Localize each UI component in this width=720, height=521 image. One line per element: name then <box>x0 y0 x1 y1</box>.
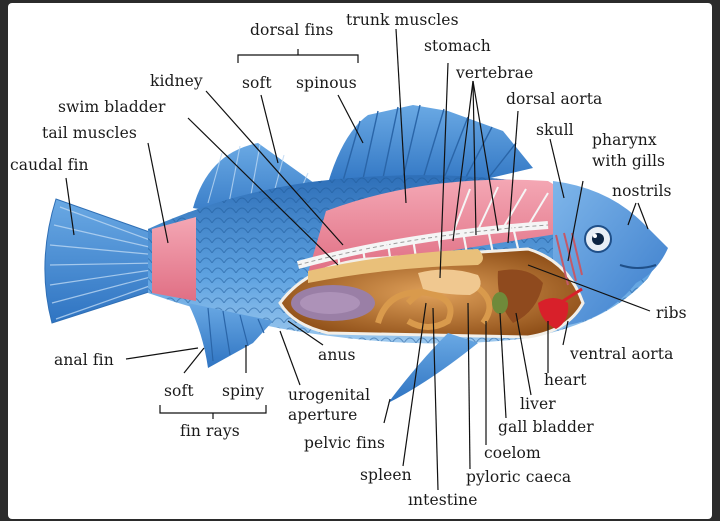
label-heart: heart <box>544 371 587 389</box>
label-spiny: spiny <box>222 382 265 400</box>
label-vertebrae: vertebrae <box>456 64 534 82</box>
spinous-dorsal-fin-shape <box>328 104 533 188</box>
pelvic-fin-shape <box>388 333 478 403</box>
body-cavity <box>278 232 585 339</box>
liver-organ <box>497 269 543 323</box>
label-coelom: coelom <box>484 444 541 462</box>
label-liver: liver <box>520 395 556 413</box>
label-dorsal-fins: dorsal fins <box>250 21 334 39</box>
label-pelvic-fins: pelvic fins <box>304 434 386 452</box>
diagram-frame: dorsal fins trunk muscles stomach soft s… <box>8 3 712 519</box>
label-nostrils: nostrils <box>612 182 672 200</box>
label-kidney: kidney <box>150 72 203 90</box>
label-caudal-fin: caudal fin <box>10 156 89 174</box>
label-dorsal-aorta: dorsal aorta <box>506 90 603 108</box>
gall-bladder-organ <box>492 292 508 314</box>
leader-lines <box>65 28 651 491</box>
gills <box>555 232 583 286</box>
label-trunk-muscles: trunk muscles <box>346 11 459 29</box>
label-swim-bladder: swim bladder <box>58 98 166 116</box>
tail-muscle-band <box>152 217 196 301</box>
label-urogenital-1: urogenital <box>288 386 371 404</box>
label-pharynx-1: pharynx <box>592 131 657 149</box>
label-soft-ray: soft <box>164 382 194 400</box>
caudal-fin-shape <box>44 198 159 324</box>
label-ventral-aorta: ventral aorta <box>570 345 674 363</box>
swim-bladder-organ <box>308 249 483 283</box>
label-ribs: ribs <box>656 304 687 322</box>
label-anus: anus <box>318 346 356 364</box>
label-soft-dorsal: soft <box>242 74 272 92</box>
fish-anatomy-illustration <box>44 28 668 491</box>
label-intestine: ıntestine <box>408 491 478 509</box>
stomach-organ <box>418 269 481 295</box>
label-stomach: stomach <box>424 37 491 55</box>
label-pharynx-2: with gills <box>592 152 666 170</box>
label-tail-muscles: tail muscles <box>42 124 137 142</box>
label-pyloric-caeca: pyloric caeca <box>466 468 572 486</box>
label-spinous: spinous <box>296 74 357 92</box>
label-fin-rays: fin rays <box>180 422 240 440</box>
label-urogenital-2: aperture <box>288 406 358 424</box>
label-gall-bladder: gall bladder <box>498 418 594 436</box>
heart-organ <box>538 298 569 329</box>
label-skull: skull <box>536 121 574 139</box>
label-spleen: spleen <box>360 466 412 484</box>
label-anal-fin: anal fin <box>54 351 114 369</box>
anal-fin-shape <box>188 303 273 368</box>
